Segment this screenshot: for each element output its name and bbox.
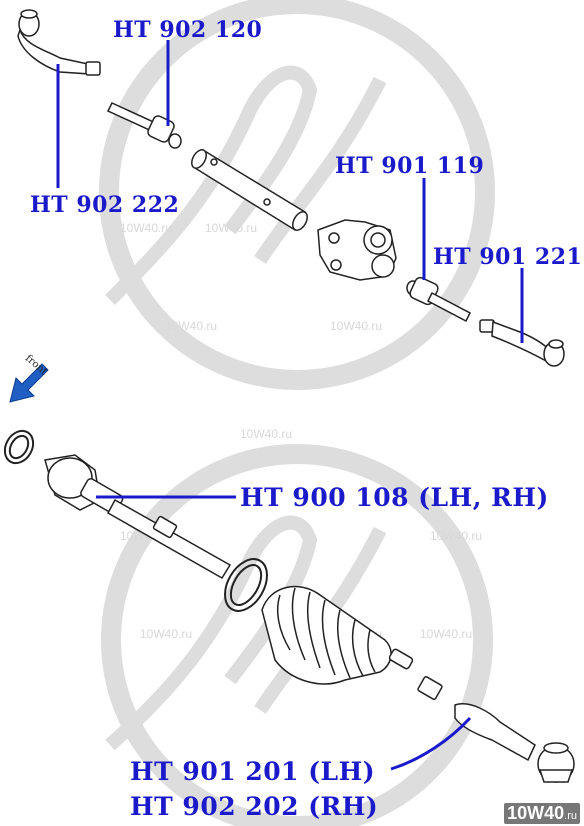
tie-rod-end-left [17, 9, 101, 76]
svg-text:10W40.ru: 10W40.ru [430, 529, 482, 543]
svg-text:10W40.ru: 10W40.ru [205, 221, 257, 235]
part-label-ht901221: HT 901 221 [433, 244, 583, 270]
part-label-ht902120: HT 902 120 [113, 17, 263, 43]
clamp-ring [224, 558, 268, 612]
svg-text:10W40.ru: 10W40.ru [240, 427, 292, 441]
part-label-ht900108: HT 900 108 (LH, RH) [240, 483, 549, 512]
inner-tie-rod-upper [106, 102, 182, 149]
part-label-ht902222: HT 902 222 [30, 192, 180, 218]
svg-text:10W40.ru: 10W40.ru [165, 319, 217, 333]
rack-housing-tube [191, 148, 308, 232]
part-label-ht901119: HT 901 119 [335, 153, 485, 179]
inner-tie-rod-lower [44, 454, 232, 580]
watermark-logo: 10W40.ru [504, 803, 580, 824]
watermark-text: 10W40.ru 10W40.ru 10W40.ru 10W40.ru 10W4… [120, 221, 482, 641]
leader-lines [56, 40, 524, 771]
leader-p6 [390, 716, 472, 771]
watermark-suffix: .ru [564, 810, 577, 822]
front-arrow-icon [9, 363, 49, 403]
part-label-ht901201: HT 901 201 (LH) [130, 757, 376, 786]
steering-gear-housing [317, 219, 397, 281]
svg-text:10W40.ru: 10W40.ru [330, 319, 382, 333]
svg-text:10W40.ru: 10W40.ru [420, 627, 472, 641]
svg-text:10W40.ru: 10W40.ru [120, 221, 172, 235]
svg-text:10W40.ru: 10W40.ru [140, 627, 192, 641]
part-label-ht902202: HT 902 202 (RH) [130, 792, 379, 821]
o-ring-left [3, 429, 35, 465]
inner-tie-rod-right [406, 276, 471, 323]
bellows-boot [261, 585, 414, 685]
outer-tie-rod-end-lower [417, 676, 575, 783]
watermark-brand: 10W40 [507, 803, 565, 823]
